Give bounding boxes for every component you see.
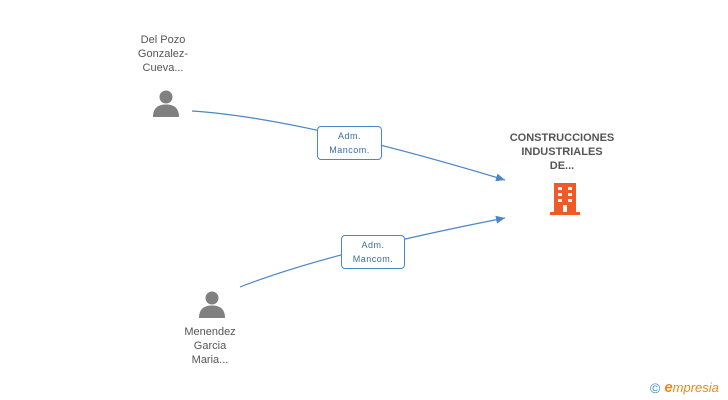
person-bottom-line-1: Menendez [184, 326, 236, 338]
person-icon[interactable] [151, 88, 181, 118]
person-top-label[interactable]: Del Pozo Gonzalez- Cueva... [113, 33, 213, 75]
brand-name: mpresia [672, 380, 719, 395]
edge-top-line-2: Mancom. [329, 145, 370, 155]
person-icon[interactable] [197, 289, 227, 319]
empresia-logo: © empresia [650, 379, 719, 396]
edge-bottom-line-1: Adm. [361, 240, 385, 250]
person-bottom-line-2: Garcia [193, 340, 227, 352]
edge-bottom-line-2: Mancom. [352, 254, 394, 264]
copyright-symbol: © [650, 379, 661, 396]
person-top-line-2: Gonzalez- [137, 48, 189, 60]
brand-e: e [664, 379, 673, 396]
company-line-2: INDUSTRIALES [521, 146, 603, 158]
edge-label-bottom[interactable]: Adm. Mancom. [341, 235, 405, 269]
person-top-line-1: Del Pozo [140, 34, 186, 46]
edge-top-line-1: Adm. [337, 131, 361, 141]
company-line-3: DE... [549, 160, 575, 172]
building-icon[interactable] [549, 182, 581, 216]
company-label[interactable]: CONSTRUCCIONES INDUSTRIALES DE... [496, 131, 628, 173]
company-line-1: CONSTRUCCIONES [509, 132, 615, 144]
person-bottom-label[interactable]: Menendez Garcia Maria... [160, 325, 260, 367]
edge-label-top[interactable]: Adm. Mancom. [317, 126, 382, 160]
person-bottom-line-3: Maria... [191, 354, 229, 366]
person-top-line-3: Cueva... [142, 62, 184, 74]
